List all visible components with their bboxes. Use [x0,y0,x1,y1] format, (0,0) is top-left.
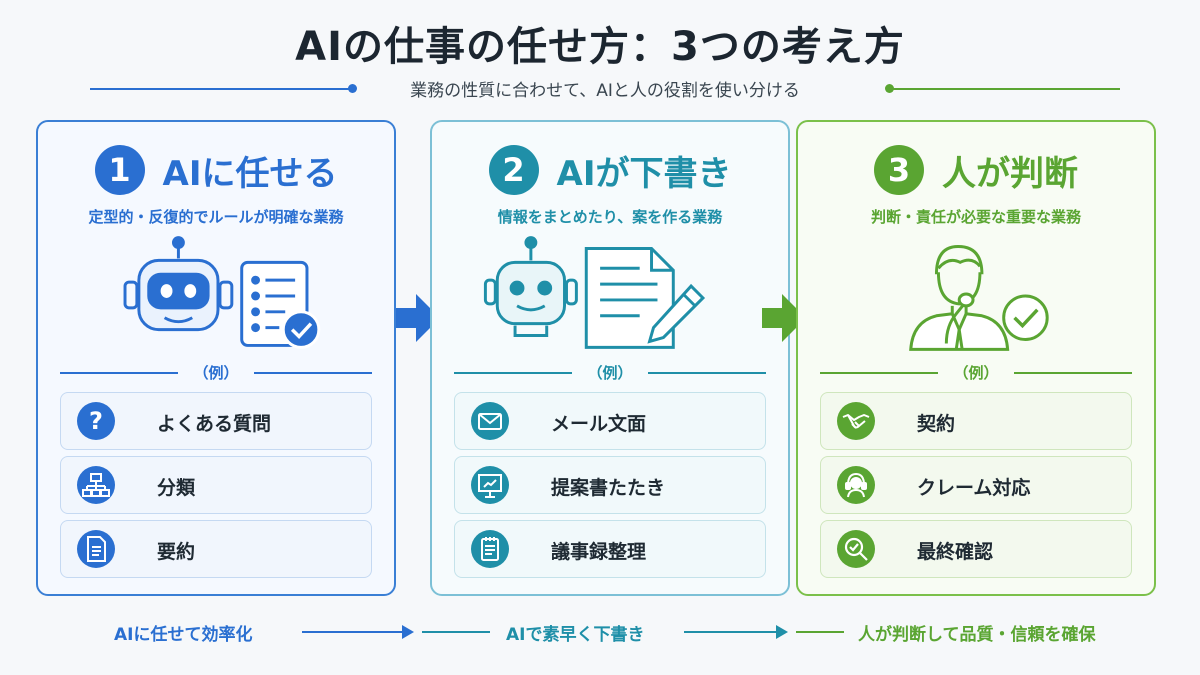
step-number-badge: 3 [874,145,924,195]
question-icon: ? [77,402,115,440]
mail-icon [471,402,509,440]
example-item: ? よくある質問 [60,392,372,450]
example-item: 最終確認 [820,520,1132,578]
example-item: 要約 [60,520,372,578]
examples-divider: （例） [60,360,372,382]
card-description: 定型的・反復的でルールが明確な業務 [88,208,344,226]
example-item: 分類 [60,456,372,514]
card-ai-delegate: 1 AIに任せる 定型的・反復的でルールが明確な業務 （例） [36,120,396,596]
examples-label: （例） [193,364,239,382]
checklist-icon [240,260,321,349]
examples-divider: （例） [454,360,766,382]
card-title: AIが下書き [556,153,732,194]
card-title: AIに任せる [162,153,338,194]
arrow-right-icon [762,294,806,342]
example-label: 分類 [157,477,196,499]
person-thinking-icon [909,245,1010,351]
flow-arrow-icon [402,625,414,639]
page-title: AIの仕事の任せ方：3つの考え方 [295,24,905,70]
examples-divider: （例） [820,360,1132,382]
example-label: 最終確認 [917,541,994,563]
handshake-icon [837,402,875,440]
robot-icon [483,236,578,338]
card-description: 判断・責任が必要な重要な業務 [870,208,1081,226]
card-header: 1 AIに任せる [38,144,394,196]
svg-text:?: ? [89,407,103,435]
check-circle-icon [1002,294,1049,341]
subtitle-line-right [892,88,1120,90]
flow-arrow-icon [776,625,788,639]
card-human-decision: 3 人が判断 判断・責任が必要な重要な業務 （例） [796,120,1156,596]
headset-icon [837,466,875,504]
document-pen-icon [584,247,706,349]
example-item: 議事録整理 [454,520,766,578]
magnifier-check-icon [837,530,875,568]
card-header: 3 人が判断 [798,144,1154,196]
page-subtitle: 業務の性質に合わせて、AIと人の役割を使い分ける [410,81,800,101]
flow-footer: AIに任せて効率化 AIで素早く下書き 人が判断して品質・信頼を確保 [0,616,1200,646]
hierarchy-icon [77,466,115,504]
card-title: 人が判断 [942,153,1078,194]
example-label: メール文面 [551,413,647,435]
examples-label: （例） [953,364,999,382]
card-description: 情報をまとめたり、案を作る業務 [497,208,723,226]
subtitle-dot-right [885,84,894,93]
example-label: よくある質問 [157,413,272,435]
examples-label: （例） [587,364,633,382]
example-label: 契約 [917,413,956,435]
card-ai-draft: 2 AIが下書き 情報をまとめたり、案を作る業務 （例） [430,120,790,596]
step-number-badge: 1 [94,145,145,195]
step-number-badge: 2 [488,145,539,195]
robot-icon [123,236,234,332]
example-item: 契約 [820,392,1132,450]
subtitle-line-left [90,88,350,90]
example-label: 議事録整理 [551,541,647,563]
flow-step-2: AIで素早く下書き [506,625,645,645]
subtitle-row: 業務の性質に合わせて、AIと人の役割を使い分ける [90,74,1120,104]
flow-step-3: 人が判断して品質・信頼を確保 [858,625,1096,645]
flow-step-1: AIに任せて効率化 [114,625,253,645]
flow-line [422,631,490,633]
card-header: 2 AIが下書き [432,144,788,196]
document-icon [77,530,115,568]
flow-line [684,631,780,633]
example-label: クレーム対応 [917,477,1031,499]
flow-line [302,631,406,633]
flow-line [796,631,844,633]
example-item: クレーム対応 [820,456,1132,514]
card-illustration [123,236,321,349]
example-label: 要約 [157,541,196,563]
presentation-icon [471,466,509,504]
card-illustration [483,236,706,349]
notepad-icon [471,530,509,568]
arrow-right-icon [396,294,440,342]
example-item: メール文面 [454,392,766,450]
example-item: 提案書たたき [454,456,766,514]
subtitle-dot-left [348,84,357,93]
example-label: 提案書たたき [551,477,666,499]
card-illustration [909,245,1049,351]
